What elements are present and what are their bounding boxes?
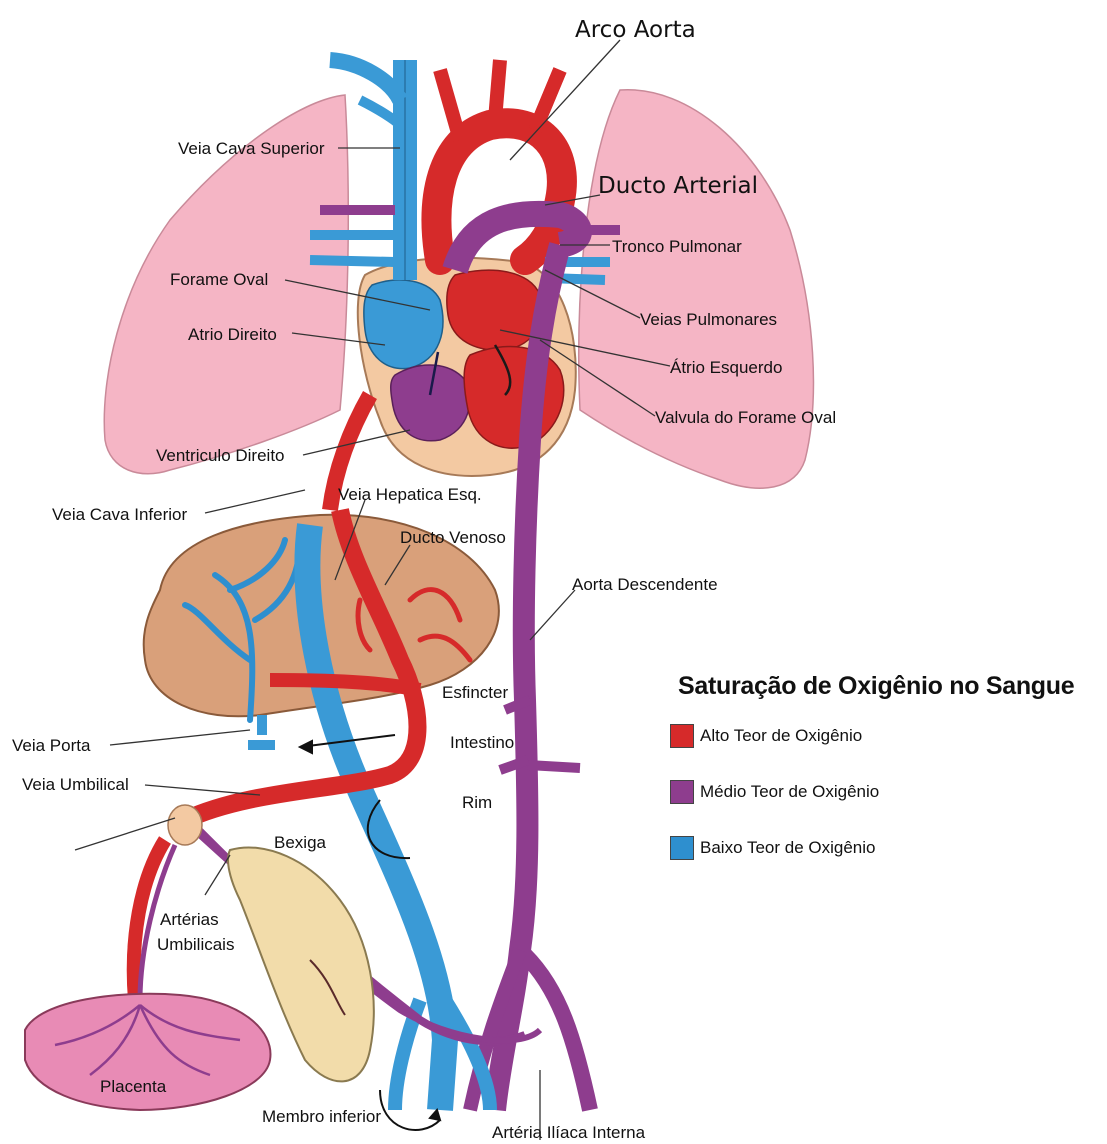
- label-placenta: Placenta: [100, 1077, 167, 1096]
- legend-title: Saturação de Oxigênio no Sangue: [678, 672, 1098, 701]
- left-lung: [579, 90, 814, 488]
- label-veia-umbilical: Veia Umbilical: [22, 775, 129, 794]
- label-veias-pulmonares: Veias Pulmonares: [640, 310, 777, 329]
- label-bexiga: Bexiga: [274, 833, 327, 852]
- label-ventriculo-direito: Ventriculo Direito: [156, 446, 285, 465]
- label-forame-oval: Forame Oval: [170, 270, 268, 289]
- legend-item-low: Baixo Teor de Oxigênio: [670, 833, 1098, 863]
- left-atrium: [447, 270, 542, 350]
- label-valvula-forame-oval: Valvula do Forame Oval: [655, 408, 836, 427]
- label-atrio-esquerdo: Átrio Esquerdo: [670, 358, 782, 377]
- label-ducto-venoso: Ducto Venoso: [400, 528, 506, 547]
- label-umbilicais: Umbilicais: [157, 935, 234, 954]
- label-membro-inferior: Membro inferior: [262, 1107, 381, 1126]
- legend-swatch-medium: [670, 780, 694, 804]
- label-tronco-pulmonar: Tronco Pulmonar: [612, 237, 742, 256]
- right-atrium: [364, 280, 443, 369]
- legend-label-medium: Médio Teor de Oxigênio: [700, 782, 879, 802]
- legend-label-high: Alto Teor de Oxigênio: [700, 726, 862, 746]
- legend-swatch-low: [670, 836, 694, 860]
- legend-label-low: Baixo Teor de Oxigênio: [700, 838, 875, 858]
- label-aorta-descendente: Aorta Descendente: [572, 575, 718, 594]
- label-veia-porta: Veia Porta: [12, 736, 91, 755]
- label-veia-hepatica-esq: Veia Hepatica Esq.: [338, 485, 482, 504]
- umbilicus: [168, 805, 202, 845]
- label-rim: Rim: [462, 793, 492, 812]
- legend-item-medium: Médio Teor de Oxigênio: [670, 777, 1098, 807]
- label-veia-cava-superior: Veia Cava Superior: [178, 139, 325, 158]
- label-intestino: Intestino: [450, 733, 514, 752]
- label-arterias: Artérias: [160, 910, 219, 929]
- legend-swatch-high: [670, 724, 694, 748]
- oxygen-saturation-legend: Saturação de Oxigênio no Sangue Alto Teo…: [668, 672, 1098, 889]
- label-arco-aorta: Arco Aorta: [575, 17, 696, 43]
- label-veia-cava-inferior: Veia Cava Inferior: [52, 505, 187, 524]
- legend-item-high: Alto Teor de Oxigênio: [670, 721, 1098, 751]
- label-atrio-direito: Atrio Direito: [188, 325, 277, 344]
- label-arteria-iliaca-interna: Artéria Ilíaca Interna: [492, 1123, 646, 1142]
- label-esfincter: Esfincter: [442, 683, 508, 702]
- label-ducto-arterial: Ducto Arterial: [598, 173, 758, 199]
